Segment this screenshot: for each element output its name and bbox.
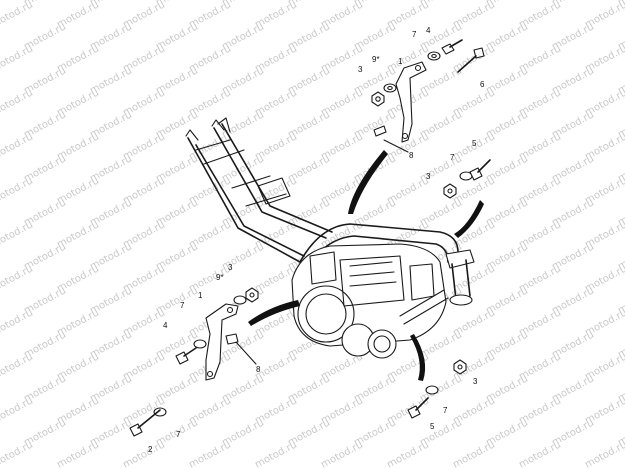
watermark-text: motod.ru [0, 439, 35, 468]
washer-7-bottom-left [153, 407, 167, 417]
watermark-text: motod.ru [187, 439, 233, 468]
watermark-text: motod.ru [0, 263, 35, 294]
washer-7-left [193, 339, 207, 349]
nut-3-top [371, 91, 385, 107]
watermark-text: motod.ru [121, 439, 167, 468]
bolt-4-top [441, 39, 463, 55]
callout-3: 3 [426, 172, 431, 181]
watermark-text: motod.ru [0, 219, 35, 250]
watermark-text: motod.ru [0, 87, 35, 118]
callout-6: 6 [480, 80, 485, 89]
bolt-5-bottom [407, 397, 429, 419]
callout-9: 9* [216, 273, 224, 282]
nut-3-left [245, 287, 259, 303]
watermark-text: motod.ru [451, 439, 497, 468]
callout-labels: 1 4 7 9* 3 6 8 5 7 3 9* 3 1 7 4 8 7 2 3 … [148, 26, 485, 454]
callout-7: 7 [412, 30, 417, 39]
watermark-text: motod.ru [0, 175, 35, 206]
nut-3-right [443, 183, 457, 199]
watermark-text: motod.ru [0, 0, 35, 31]
bolt-4-left [175, 347, 197, 365]
bolt-2-bottom-left [129, 409, 161, 437]
callout-7: 7 [450, 153, 455, 162]
pointer-wedges [248, 150, 484, 381]
watermark-text: motod.ru [583, 439, 625, 468]
callout-3: 3 [228, 263, 233, 272]
washer-7-top [427, 51, 441, 61]
callout-1: 1 [398, 57, 403, 66]
callout-2: 2 [148, 445, 153, 454]
watermark-text: motod.ru [517, 439, 563, 468]
bottom-right-hardware [407, 359, 467, 419]
callout-4: 4 [426, 26, 431, 35]
watermark-text: motod.ru [0, 307, 35, 338]
callout-8: 8 [409, 151, 414, 160]
watermark-text: motod.ru [253, 439, 299, 468]
callout-7: 7 [180, 301, 185, 310]
watermark-text: motod.ru [0, 43, 35, 74]
callout-3: 3 [358, 65, 363, 74]
bolt-6-top [457, 47, 485, 73]
washer-9-top [383, 83, 397, 93]
watermark-text: motod.ru [0, 131, 35, 162]
nut-3-bottom [453, 359, 467, 375]
callout-5: 5 [430, 422, 435, 431]
callout-1: 1 [198, 291, 203, 300]
watermark-text: motod.ru [55, 439, 101, 468]
watermark-text: motod.ru [385, 439, 431, 468]
watermark-text: motod.ru [0, 351, 35, 382]
right-mid-hardware [443, 159, 491, 199]
washer-9-left [233, 295, 247, 305]
watermark-text: motod.ru [319, 439, 365, 468]
collar-8-top [373, 125, 387, 137]
watermark-text: motod.ru [0, 395, 35, 426]
callout-3: 3 [473, 377, 478, 386]
engine-block [291, 243, 475, 359]
callout-7: 7 [443, 406, 448, 415]
watermark-text: motod.ru [0, 0, 2, 9]
callout-7: 7 [176, 430, 181, 439]
left-bracket-assembly [129, 287, 259, 437]
callout-8: 8 [256, 365, 261, 374]
callout-9: 9* [372, 55, 380, 64]
washer-7-bottom [425, 385, 439, 395]
right-upper-bracket-assembly [371, 39, 485, 153]
collar-8-left [225, 333, 239, 345]
callout-5: 5 [472, 139, 477, 148]
bolt-5-right [469, 159, 491, 181]
watermark-text: motod.ru [616, 0, 625, 9]
callout-4: 4 [163, 321, 168, 330]
